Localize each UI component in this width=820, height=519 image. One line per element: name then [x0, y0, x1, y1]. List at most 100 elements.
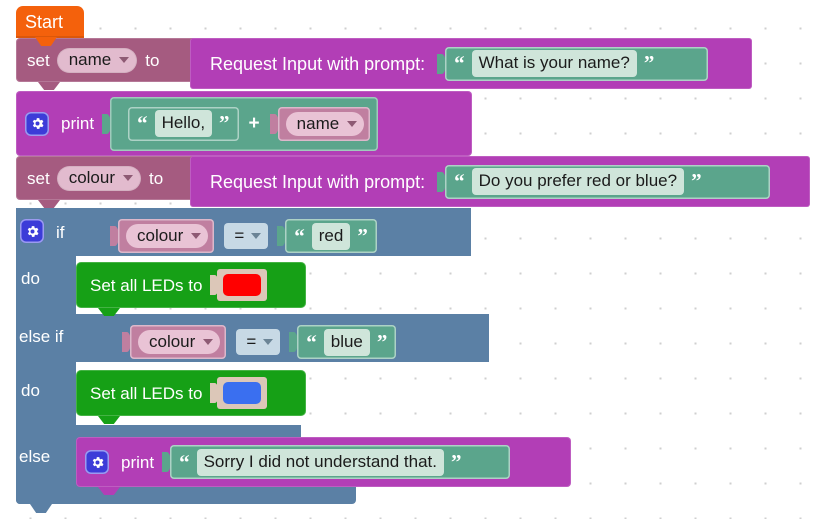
string-plug-icon [162, 452, 172, 472]
string-value-do-you-prefer[interactable]: Do you prefer red or blue? [471, 168, 685, 195]
quote-open-icon: “ [137, 111, 148, 136]
print-greeting-label: print [61, 114, 95, 133]
join-block[interactable]: “ Hello, ” + name [110, 96, 379, 151]
string-plug-icon [289, 332, 299, 352]
set-colour-variable-label: colour [68, 168, 115, 187]
condition-red[interactable]: colour = “ red ” [110, 219, 377, 253]
gear-icon[interactable] [20, 219, 44, 243]
variable-colour-dropdown-1[interactable]: colour [126, 224, 209, 248]
start-block[interactable]: Start [16, 6, 84, 38]
set-colour-variable-dropdown[interactable]: colour [56, 165, 141, 191]
set-name-variable-dropdown[interactable]: name [56, 47, 138, 73]
set-all-leds-blue-bottom-notch [98, 416, 120, 424]
chevron-down-icon [203, 339, 214, 345]
colour-swatch-frame-red[interactable] [217, 269, 268, 301]
set-colour-to-keyword: to [149, 168, 164, 188]
set-all-leds-label-2: Set all LEDs to [90, 383, 203, 403]
if-bottom-notch [30, 504, 52, 513]
string-block-what-is-your-name[interactable]: “ What is your name? ” [445, 46, 709, 81]
variable-colour-dropdown-2[interactable]: colour [138, 330, 221, 354]
gear-icon[interactable] [25, 111, 49, 136]
request-input-name-block[interactable]: Request Input with prompt: “ What is you… [190, 38, 752, 89]
variable-colour-label-2: colour [149, 332, 196, 351]
comparison-operator-1: = [234, 226, 245, 245]
string-block-blue[interactable]: “ blue ” [297, 325, 397, 359]
quote-open-icon: “ [454, 169, 465, 194]
string-block-sorry[interactable]: “ Sorry I did not understand that. ” [170, 445, 511, 479]
request-input-colour-block[interactable]: Request Input with prompt: “ Do you pref… [190, 156, 810, 207]
set-name-variable-label: name [68, 50, 112, 69]
chevron-down-icon [119, 57, 130, 63]
print-fallback-bottom-notch [98, 487, 120, 495]
if-footer-bar [16, 484, 356, 504]
concat-operator: + [248, 112, 260, 134]
do-keyword-2: do [21, 381, 40, 400]
variable-block-colour-1[interactable]: colour [118, 219, 215, 253]
set-colour-keyword: set [27, 168, 50, 188]
string-value-blue[interactable]: blue [323, 328, 370, 356]
do-keyword-1: do [21, 269, 40, 288]
comparison-operator-2: = [246, 332, 257, 351]
chevron-down-icon [263, 339, 274, 345]
set-all-leds-blue-block[interactable]: Set all LEDs to [76, 370, 306, 416]
variable-plug-icon [269, 113, 279, 134]
quote-open-icon: “ [294, 223, 305, 248]
string-value-hello[interactable]: Hello, [154, 110, 213, 137]
quote-close-icon: ” [376, 329, 388, 354]
quote-close-icon: ” [451, 449, 462, 474]
string-value-what-is-your-name[interactable]: What is your name? [471, 50, 637, 77]
colour-plug-icon [210, 383, 220, 403]
print-greeting-block[interactable]: print “ Hello, ” + name [16, 91, 472, 156]
comparison-operator-dropdown-2[interactable]: = [236, 329, 281, 355]
set-all-leds-red-bottom-notch [98, 308, 120, 316]
variable-plug-icon [122, 332, 131, 352]
variable-block-name[interactable]: name [277, 106, 371, 141]
colour-swatch-blue[interactable] [223, 382, 262, 404]
set-colour-block[interactable]: set colour to [16, 156, 206, 200]
quote-close-icon: ” [219, 111, 230, 136]
else-keyword: else [19, 447, 51, 466]
colour-plug-icon [210, 275, 220, 295]
quote-close-icon: ” [691, 169, 702, 194]
gear-icon[interactable] [85, 450, 109, 474]
colour-swatch-frame-blue[interactable] [217, 377, 268, 409]
set-name-block[interactable]: set name to [16, 38, 206, 82]
variable-name-label: name [296, 113, 340, 133]
join-left-plug-icon [120, 113, 130, 134]
join-plug-icon [102, 113, 112, 134]
string-block-hello[interactable]: “ Hello, ” [128, 106, 239, 141]
else-if-keyword: else if [19, 327, 64, 346]
set-all-leds-red-block[interactable]: Set all LEDs to [76, 262, 306, 308]
variable-block-colour-2[interactable]: colour [130, 325, 227, 359]
colour-swatch-red[interactable] [223, 274, 262, 296]
set-name-bottom-notch [38, 82, 60, 90]
string-value-red[interactable]: red [311, 222, 351, 250]
variable-name-dropdown[interactable]: name [285, 111, 365, 136]
string-value-sorry[interactable]: Sorry I did not understand that. [196, 448, 444, 476]
chevron-down-icon [191, 233, 202, 239]
string-plug-icon [437, 171, 447, 192]
condition-blue[interactable]: colour = “ blue ” [122, 325, 397, 359]
quote-close-icon: ” [643, 51, 655, 76]
chevron-down-icon [251, 233, 262, 239]
request-input-colour-label: Request Input with prompt: [210, 171, 426, 192]
variable-plug-icon [110, 226, 119, 246]
start-notch [35, 37, 57, 46]
start-label: Start [25, 12, 64, 32]
string-block-red[interactable]: “ red ” [285, 219, 377, 253]
quote-close-icon: ” [357, 223, 368, 248]
comparison-operator-dropdown-1[interactable]: = [224, 223, 269, 249]
print-fallback-block[interactable]: print “ Sorry I did not understand that.… [76, 437, 571, 487]
request-input-name-label: Request Input with prompt: [210, 53, 426, 74]
chevron-down-icon [347, 120, 358, 127]
if-keyword: if [56, 223, 65, 242]
set-colour-bottom-notch [38, 200, 60, 208]
string-plug-icon [437, 53, 447, 74]
chevron-down-icon [123, 175, 133, 181]
set-all-leds-label-1: Set all LEDs to [90, 275, 203, 295]
set-name-to-keyword: to [145, 50, 160, 70]
quote-open-icon: “ [179, 449, 190, 474]
variable-colour-label-1: colour [137, 226, 184, 245]
string-block-do-you-prefer[interactable]: “ Do you prefer red or blue? ” [445, 164, 771, 199]
